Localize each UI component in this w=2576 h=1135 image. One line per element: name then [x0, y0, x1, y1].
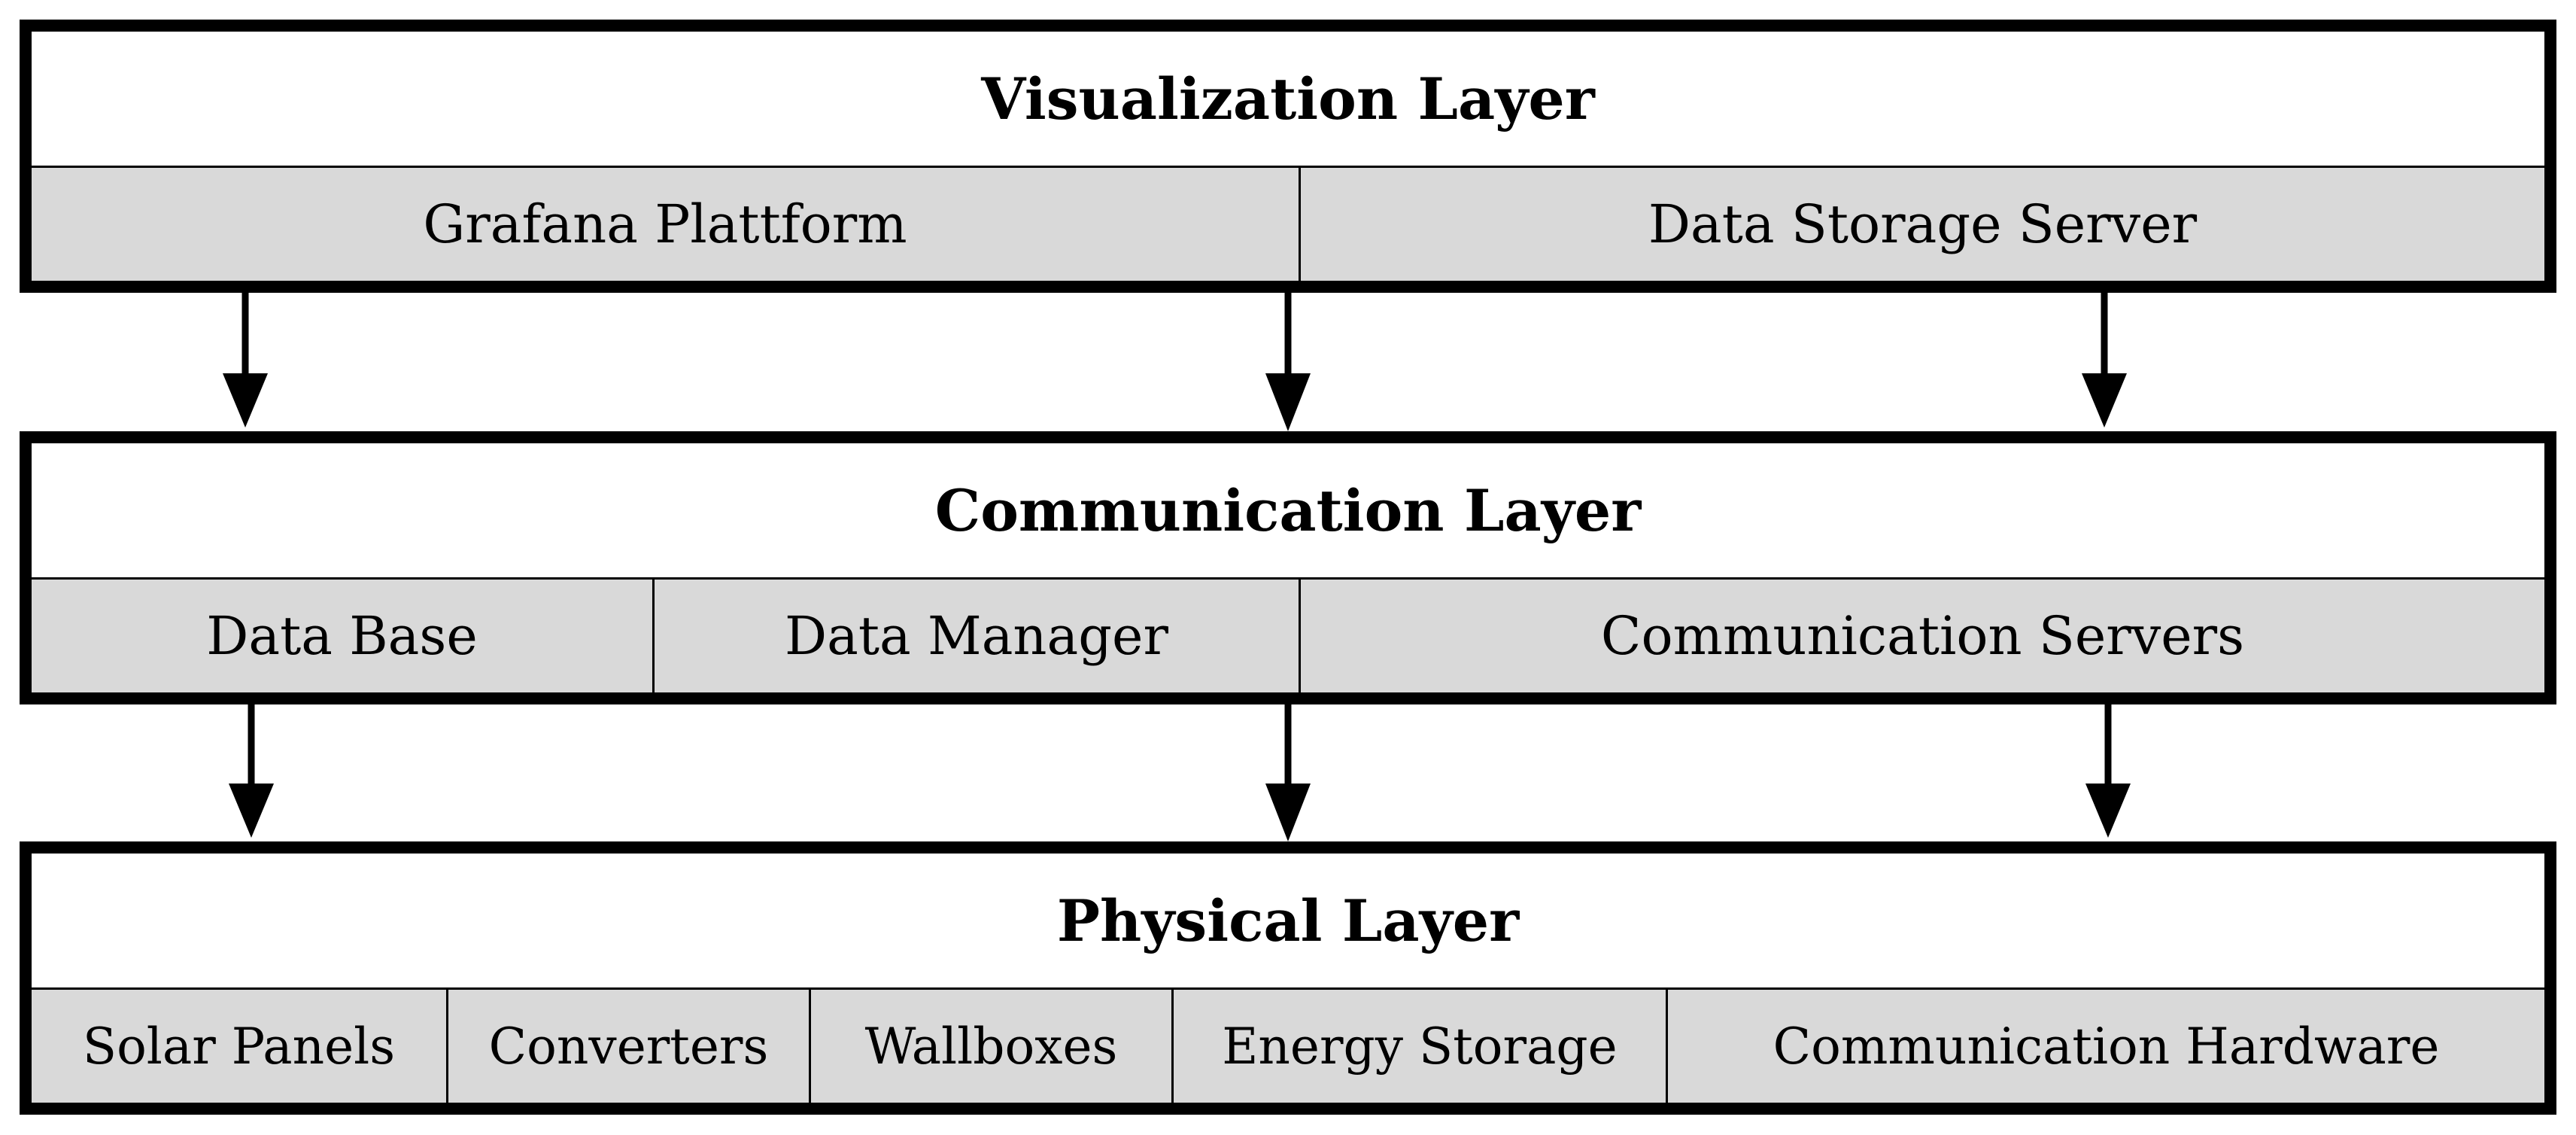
component-grafana-plattform: Grafana Plattform — [423, 193, 907, 255]
component-data-base: Data Base — [206, 605, 478, 667]
physical-layer-title: Physical Layer — [1056, 887, 1520, 954]
component-communication-hardware: Communication Hardware — [1666, 990, 2544, 1103]
component-data-storage-server: Data Storage Server — [1299, 168, 2544, 281]
physical-layer-box: Physical Layer Solar Panels Converters W… — [20, 841, 2556, 1115]
communication-layer-box: Communication Layer Data Base Data Manag… — [20, 431, 2556, 704]
arrow-visualization-to-communication-center — [1265, 293, 1311, 431]
component-solar-panels: Solar Panels — [82, 1017, 396, 1076]
component-data-manager: Data Manager — [652, 580, 1299, 692]
component-energy-storage: Energy Storage — [1171, 990, 1666, 1103]
physical-components-row: Solar Panels Converters Wallboxes Energy… — [32, 987, 2544, 1103]
component-communication-servers: Communication Servers — [1299, 580, 2544, 692]
arrow-communication-to-physical-left — [229, 704, 274, 838]
arrow-communication-to-physical-center — [1265, 704, 1311, 841]
component-wallboxes: Wallboxes — [809, 990, 1171, 1103]
arrow-visualization-to-communication-right — [2082, 293, 2127, 428]
communication-layer-title: Communication Layer — [934, 476, 1642, 544]
visualization-layer-title: Visualization Layer — [981, 65, 1595, 132]
visualization-components-row: Grafana Plattform Data Storage Server — [32, 166, 2544, 281]
component-converters: Converters — [446, 990, 809, 1103]
communication-components-row: Data Base Data Manager Communication Ser… — [32, 577, 2544, 692]
arrow-communication-to-physical-right — [2085, 704, 2131, 838]
visualization-layer-box: Visualization Layer Grafana Plattform Da… — [20, 20, 2556, 293]
arrow-visualization-to-communication-left — [223, 293, 268, 428]
